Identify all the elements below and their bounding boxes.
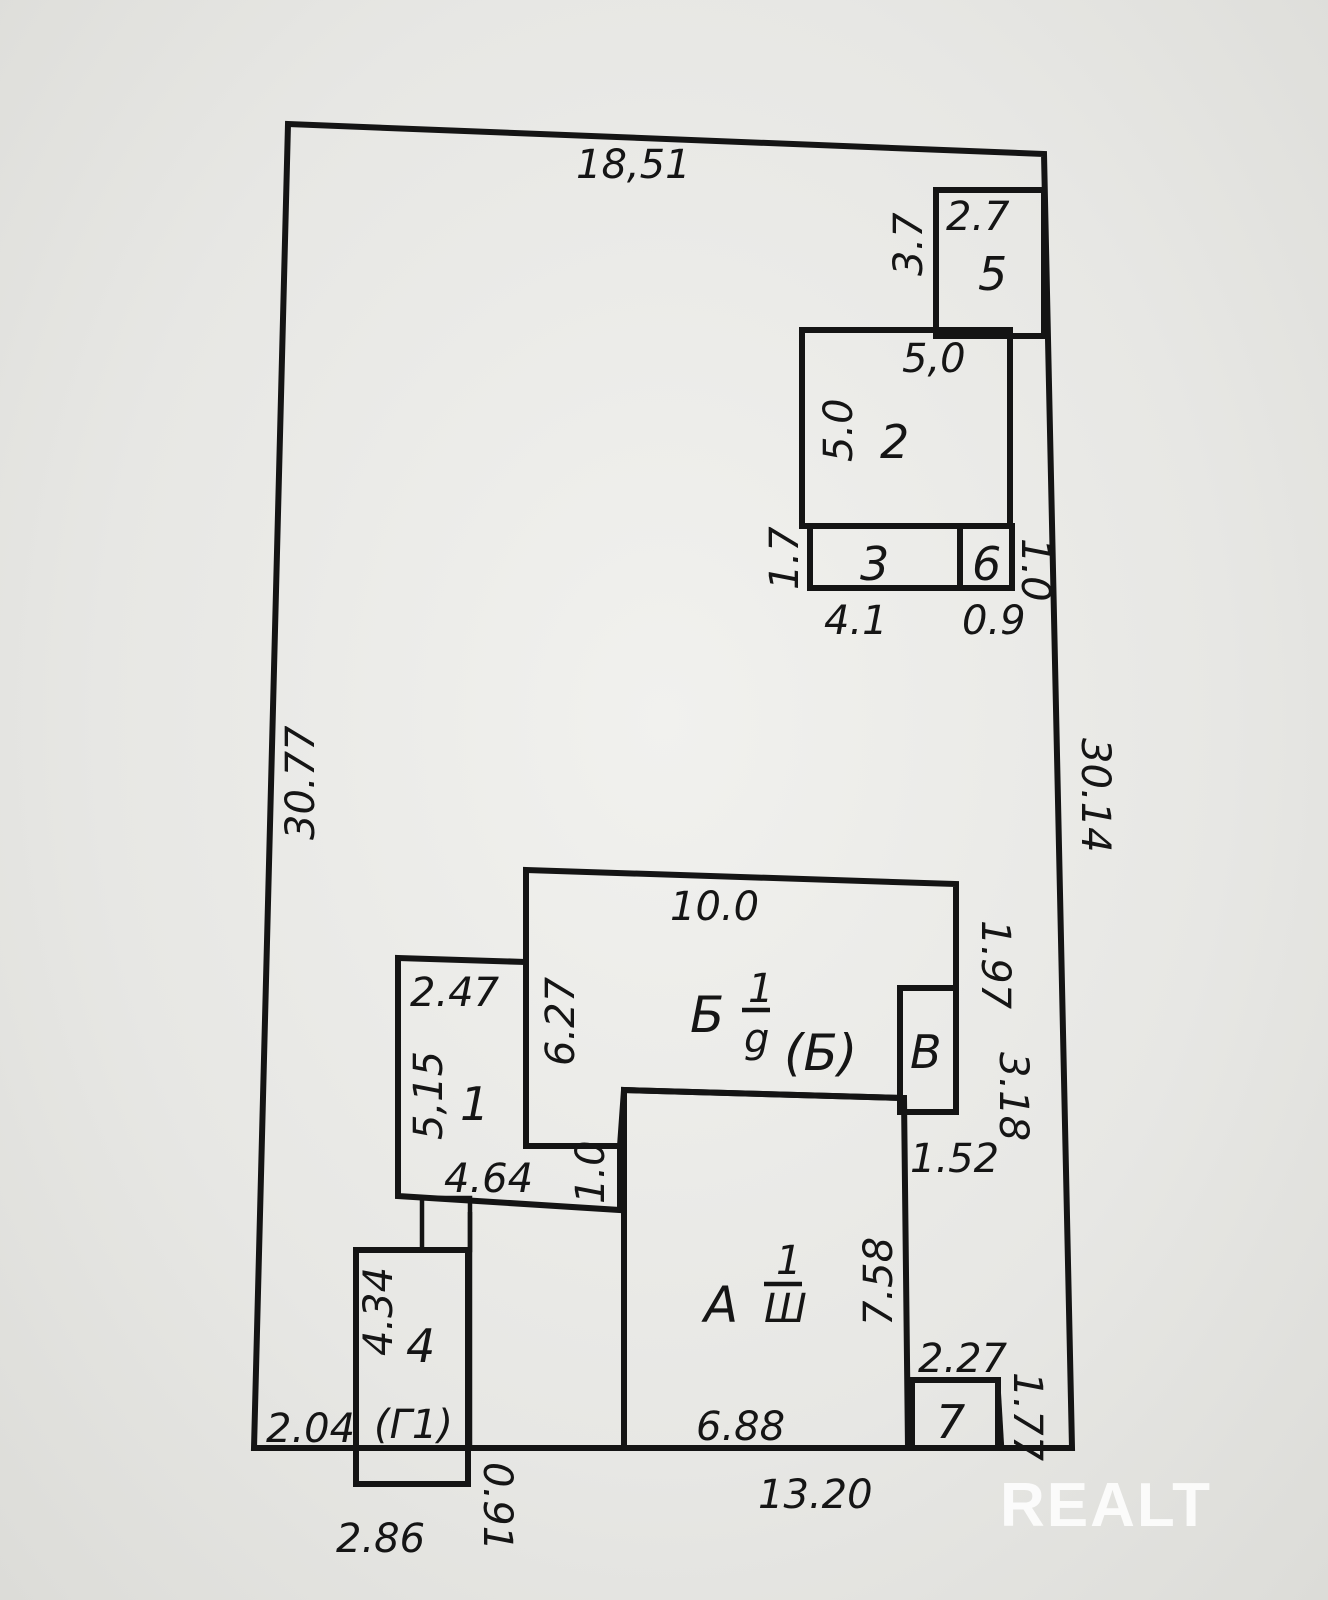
annex-a-fraction-bottom: Ш	[764, 1286, 807, 1332]
building-2-height: 5.0	[816, 398, 862, 462]
main-house-letter: Б	[690, 986, 724, 1044]
main-house-right: 1.97	[972, 920, 1018, 1010]
annex-1-width: 2.47	[410, 970, 500, 1016]
building-6-height: 1.0	[1012, 538, 1058, 602]
shed-4-number: 4	[406, 1319, 435, 1373]
annex-a-height: 7.58	[856, 1237, 902, 1326]
building-3-height: 1.7	[762, 526, 808, 590]
building-6-number: 6	[972, 537, 1001, 591]
plot-right-label: 30.14	[1072, 738, 1118, 853]
porch-b-letter: В	[910, 1025, 942, 1079]
porch-b	[897, 985, 959, 1115]
shed-7-divider	[995, 1379, 1005, 1449]
shed-4-offset: 2.04	[266, 1406, 355, 1452]
shed-7-number: 7	[936, 1395, 965, 1449]
building-2-number: 2	[880, 415, 909, 469]
annex-a	[621, 1086, 912, 1451]
shed-4-sub: (Г1)	[374, 1402, 453, 1448]
annex-a-bottom: 6.88	[696, 1404, 785, 1450]
building-5-number: 5	[978, 247, 1007, 301]
shed-4-overhang: 0.91	[474, 1462, 520, 1551]
main-house-fraction-top: 1	[748, 966, 773, 1012]
annex-1	[395, 954, 623, 1214]
plot-top-label: 18,51	[576, 142, 691, 188]
plot-boundary	[250, 120, 1076, 1451]
realt-watermark: REALT	[1000, 1471, 1212, 1540]
shed-4-height: 4.34	[356, 1267, 402, 1356]
main-house-step-width: 1.52	[910, 1136, 999, 1182]
building-5-width: 2.7	[946, 194, 1010, 240]
annex-1-height: 5,15	[406, 1051, 452, 1140]
main-house-alt: (Б)	[784, 1024, 857, 1082]
plot-left-label: 30.77	[278, 725, 324, 840]
building-6-width: 0.9	[962, 598, 1026, 644]
main-house-fraction-bottom: g	[744, 1016, 769, 1062]
building-5-height: 3.7	[886, 212, 932, 276]
shed-7-width: 2.27	[918, 1336, 1008, 1382]
building-6	[957, 523, 1015, 591]
annex-a-fraction-top: 1	[776, 1238, 801, 1284]
annex-1-number: 1	[460, 1077, 489, 1131]
building-3-width: 4.1	[824, 598, 888, 644]
building-3-number: 3	[860, 537, 889, 591]
main-house-step-height: 1.0	[568, 1140, 614, 1204]
building-2-width: 5,0	[902, 336, 966, 382]
connector	[419, 1195, 473, 1253]
main-house-side: 3.18	[990, 1052, 1036, 1141]
shed-7-height: 1.77	[1004, 1372, 1050, 1462]
shed-4	[353, 1247, 471, 1487]
plot-bottom-label: 13.20	[758, 1472, 873, 1518]
shed-4-width: 2.86	[336, 1516, 425, 1562]
main-house-height: 6.27	[538, 976, 584, 1066]
main-house-top: 10.0	[670, 884, 759, 930]
building-5	[933, 187, 1047, 339]
annex-a-letter: А	[701, 1276, 738, 1334]
annex-1-bottom: 4.64	[444, 1156, 533, 1202]
